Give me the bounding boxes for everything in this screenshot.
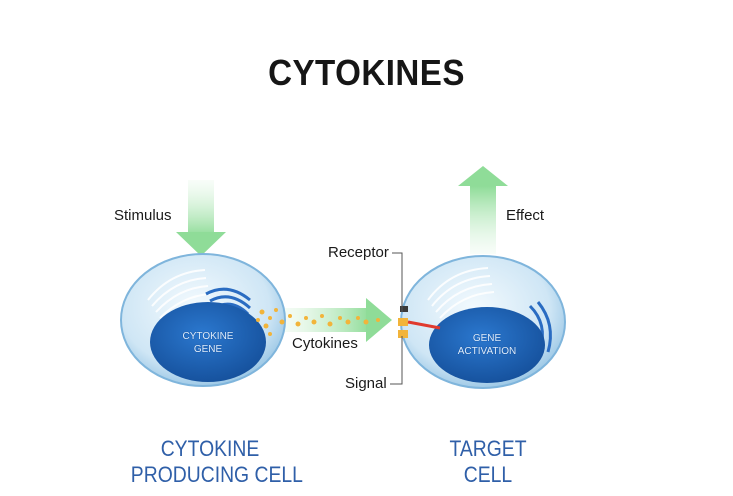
diagram-title: CYTOKINES <box>268 52 465 93</box>
left-nucleus-line2: GENE <box>193 344 223 355</box>
left-nucleus-line1: CYTOKINE <box>182 331 234 342</box>
left-caption-line2: PRODUCING CELL <box>130 462 303 487</box>
right-caption-line1: TARGET <box>449 436 527 461</box>
endoplasmic-reticulum <box>147 269 211 319</box>
right-nucleus-line1: GENE <box>472 333 502 344</box>
right-caption-line2: CELL <box>463 462 513 487</box>
right-nucleus-line2: ACTIVATION <box>457 346 517 357</box>
receptor-label: Receptor <box>328 244 389 261</box>
cytokines-arrow <box>278 298 392 342</box>
producing-cell <box>120 253 286 387</box>
effect-label: Effect <box>506 207 545 224</box>
cytokine-particles <box>256 308 380 336</box>
target-cell <box>400 255 566 389</box>
cytokines-label: Cytokines <box>292 335 358 352</box>
stimulus-arrow <box>176 180 226 256</box>
leader-lines <box>390 252 403 385</box>
receptor-signal <box>398 306 441 338</box>
right-caption: TARGET CELL <box>448 436 527 488</box>
cytokine-gene-nucleus <box>150 302 266 382</box>
left-nucleus-text: CYTOKINE GENE <box>158 330 258 356</box>
target-endoplasmic-reticulum <box>427 267 495 319</box>
gene-activation-nucleus <box>429 307 545 383</box>
left-caption: CYTOKINE PRODUCING CELL <box>130 436 303 488</box>
left-caption-line1: CYTOKINE <box>160 436 260 461</box>
signal-label: Signal <box>345 375 387 392</box>
right-nucleus-text: GENE ACTIVATION <box>437 332 537 358</box>
stimulus-label: Stimulus <box>114 207 172 224</box>
effect-arrow <box>458 166 508 254</box>
